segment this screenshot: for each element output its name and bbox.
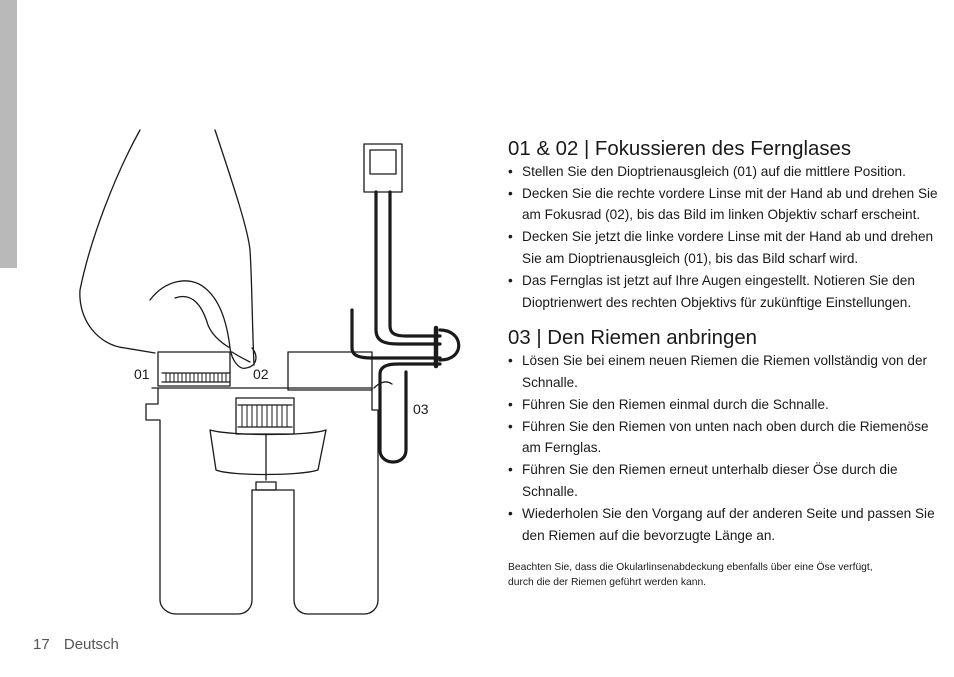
- left-eyepiece: [157, 351, 231, 387]
- list-item: Führen Sie den Riemen einmal durch die S…: [508, 394, 938, 416]
- language-label: Deutsch: [63, 636, 119, 653]
- side-tab-marker: [0, 0, 17, 268]
- label-02: 02: [253, 366, 269, 382]
- list-item: Decken Sie die rechte vordere Linse mit …: [508, 183, 938, 227]
- list-item: Decken Sie jetzt die linke vordere Linse…: [508, 226, 938, 270]
- page-footer: 17 Deutsch: [33, 636, 119, 653]
- strap-buckle: [363, 143, 403, 193]
- list-item: Führen Sie den Riemen von unten nach obe…: [508, 416, 938, 460]
- label-03: 03: [413, 401, 429, 417]
- instructions-column: 01 & 02 | Fokussieren des Fernglases Ste…: [508, 138, 938, 590]
- focusing-steps: Stellen Sie den Dioptrienausgleich (01) …: [508, 161, 938, 314]
- strap-lug: [373, 381, 393, 389]
- strap: [350, 190, 461, 464]
- bridge: [209, 429, 327, 476]
- section-title-strap: 03 | Den Riemen anbringen: [508, 327, 758, 350]
- list-item: Stellen Sie den Dioptrienausgleich (01) …: [508, 161, 938, 183]
- list-item: Wiederholen Sie den Vorgang auf der ande…: [508, 503, 938, 547]
- list-item: Lösen Sie bei einem neuen Riemen die Rie…: [508, 350, 938, 394]
- binocular-illustration: [79, 129, 480, 620]
- footnote: Beachten Sie, dass die Okularlinsenabdec…: [508, 562, 873, 589]
- section-title-focusing: 01 & 02 | Fokussieren des Fernglases: [508, 138, 852, 160]
- hand-drawing: [79, 129, 257, 369]
- strap-steps: Lösen Sie bei einem neuen Riemen die Rie…: [508, 350, 938, 546]
- list-item: Das Fernglas ist jetzt auf Ihre Augen ei…: [508, 270, 938, 314]
- page-number: 17: [33, 636, 50, 653]
- binocular-body: [145, 387, 379, 615]
- focus-wheel: [235, 397, 295, 435]
- label-01: 01: [134, 366, 150, 382]
- list-item: Führen Sie den Riemen erneut unterhalb d…: [508, 459, 938, 503]
